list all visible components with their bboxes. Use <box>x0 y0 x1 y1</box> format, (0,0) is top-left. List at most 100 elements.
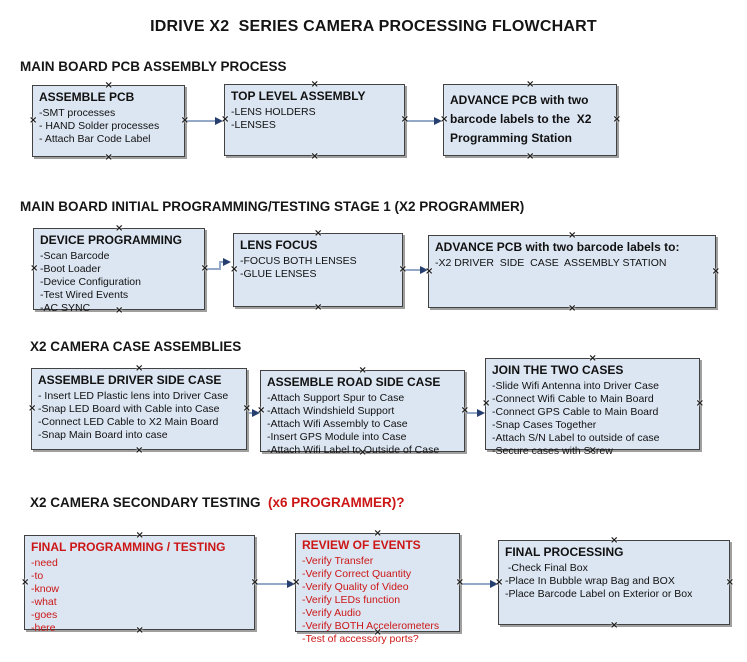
connector-arrow-icon <box>223 258 231 266</box>
connector-line <box>405 269 421 271</box>
box-item: -Insert GPS Module into Case <box>267 431 407 443</box>
connection-handle-icon: × <box>29 115 38 126</box>
connection-handle-icon: × <box>568 230 577 241</box>
connection-handle-icon: × <box>440 114 449 125</box>
box-item: -Snap Main Board into case <box>38 429 168 441</box>
box-item: -Verify Audio <box>302 607 361 619</box>
box-item: -Place Barcode Label on Exterior or Box <box>505 588 693 600</box>
connector-arrow-icon <box>477 409 485 417</box>
box-items: -FOCUS BOTH LENSES-GLUE LENSES <box>240 255 396 281</box>
page-title: IDRIVE X2 SERIES CAMERA PROCESSING FLOWC… <box>150 18 597 35</box>
connection-handle-icon: × <box>725 576 734 588</box>
connector-line <box>187 120 216 122</box>
flow-box-join-the-two-cases: JOIN THE TWO CASES -Slide Wifi Antenna i… <box>482 354 704 458</box>
box-item: -Snap Cases Together <box>492 419 597 431</box>
connection-handle-icon: × <box>257 405 266 416</box>
connection-handle-icon: × <box>314 228 323 239</box>
box-item: -Check Final Box <box>505 562 588 574</box>
box-item: -know <box>31 583 60 595</box>
box-item: -Connect GPS Cable to Main Board <box>492 406 659 418</box>
box-item: - Insert LED Plastic lens into Driver Ca… <box>38 390 229 402</box>
box-items: -Check Final Box-Place In Bubble wrap Ba… <box>505 562 723 601</box>
box-item: -Attach Support Spur to Case <box>267 392 405 404</box>
connector-arrow-icon <box>490 580 498 588</box>
box-item: -Test Wired Events <box>40 289 129 301</box>
connection-handle-icon: × <box>588 353 597 364</box>
box-item: -Connect LED Cable to X2 Main Board <box>38 416 219 428</box>
connection-handle-icon: × <box>104 80 113 91</box>
box-item: -Device Configuration <box>40 276 141 288</box>
connection-handle-icon: × <box>135 625 144 636</box>
section-heading-text: MAIN BOARD INITIAL PROGRAMMING/TESTING S… <box>20 199 525 214</box>
connector-line <box>467 412 478 414</box>
box-item: -Snap LED Board with Cable into Case <box>38 403 220 415</box>
connector-line <box>257 583 288 585</box>
box-item: -Attach Windshield Support <box>267 405 395 417</box>
connection-handle-icon: × <box>21 576 30 588</box>
connection-handle-icon: × <box>104 152 113 163</box>
box-title: ASSEMBLE ROAD SIDE CASE <box>267 375 441 389</box>
connection-handle-icon: × <box>115 223 124 234</box>
box-item: -here <box>31 622 56 634</box>
box-items: -SMT processes- HAND Solder processes- A… <box>39 107 178 146</box>
connector-arrow-icon <box>215 117 223 125</box>
box-item: -X2 DRIVER SIDE CASE ASSEMBLY STATION <box>435 257 667 269</box>
flow-box-assemble-driver-side-case: ASSEMBLE DRIVER SIDE CASE - Insert LED P… <box>28 364 251 456</box>
connection-handle-icon: × <box>310 151 319 162</box>
section-heading-text: MAIN BOARD PCB ASSEMBLY PROCESS <box>20 59 287 74</box>
connection-handle-icon: × <box>398 264 407 275</box>
box-item: -goes <box>31 609 58 621</box>
box-item: -Verify BOTH Accelerometers <box>302 620 440 632</box>
box-item: -Place In Bubble wrap Bag and BOX <box>505 575 675 587</box>
connector-arrow-icon <box>287 580 295 588</box>
box-item: -Verify LEDs function <box>302 594 401 606</box>
connector-elbow-segment <box>219 261 224 263</box>
box-title: FINAL PROGRAMMING / TESTING <box>31 540 226 554</box>
connector-elbow-segment <box>207 268 221 270</box>
box-item: -LENSES <box>231 119 276 131</box>
connection-handle-icon: × <box>200 263 209 274</box>
connection-handle-icon: × <box>568 303 577 314</box>
box-item: -GLUE LENSES <box>240 268 317 280</box>
connector-arrow-icon <box>420 266 428 274</box>
box-item: -what <box>31 596 57 608</box>
box-item: -Connect Wifi Cable to Main Board <box>492 393 654 405</box>
connection-handle-icon: × <box>242 403 251 414</box>
flow-box-final-processing: FINAL PROCESSING -Check Final Box-Place … <box>495 536 734 631</box>
connection-handle-icon: × <box>358 365 367 376</box>
box-items: -Attach Support Spur to Case-Attach Wind… <box>267 392 458 457</box>
section-heading-secondary-testing: X2 CAMERA SECONDARY TESTING (x6 PROGRAMM… <box>30 495 405 510</box>
flow-box-advance-pcb-driver-side: ADVANCE PCB with two barcode labels to: … <box>425 231 720 314</box>
connection-handle-icon: × <box>373 627 382 638</box>
connection-handle-icon: × <box>230 264 239 275</box>
box-item: -SMT processes <box>39 107 116 119</box>
flow-box-lens-focus: LENS FOCUS -FOCUS BOTH LENSES-GLUE LENSE… <box>230 229 407 313</box>
connection-handle-icon: × <box>526 79 535 90</box>
connection-handle-icon: × <box>135 445 144 456</box>
box-items: -Verify Transfer-Verify Correct Quantity… <box>302 555 453 646</box>
connection-handle-icon: × <box>482 398 491 409</box>
connection-handle-icon: × <box>30 263 39 274</box>
connector-arrow-icon <box>434 117 442 125</box>
box-items: -LENS HOLDERS-LENSES <box>231 106 398 132</box>
connection-handle-icon: × <box>455 576 464 588</box>
connector-elbow-segment <box>219 262 221 270</box>
box-item: -AC SYNC <box>40 302 91 314</box>
connection-handle-icon: × <box>400 114 409 125</box>
box-title: JOIN THE TWO CASES <box>492 363 624 377</box>
box-title: LENS FOCUS <box>240 238 318 252</box>
connector-arrow-icon <box>252 409 260 417</box>
connection-handle-icon: × <box>612 114 621 125</box>
section-heading-suffix: (x6 PROGRAMMER)? <box>268 495 405 510</box>
box-items: -Scan Barcode-Boot Loader-Device Configu… <box>40 250 198 315</box>
connection-handle-icon: × <box>292 576 301 588</box>
box-item: -LENS HOLDERS <box>231 106 316 118</box>
box-title: ASSEMBLE DRIVER SIDE CASE <box>38 373 222 387</box>
flow-box-assemble-pcb: ASSEMBLE PCB -SMT processes- HAND Solder… <box>29 81 189 163</box>
box-item: -Attach Wifi Label to Outside of Case <box>267 444 440 456</box>
box-item: -Boot Loader <box>40 263 101 275</box>
box-item: -to <box>31 570 44 582</box>
box-title: DEVICE PROGRAMMING <box>40 233 183 247</box>
box-item: -FOCUS BOTH LENSES <box>240 255 357 267</box>
